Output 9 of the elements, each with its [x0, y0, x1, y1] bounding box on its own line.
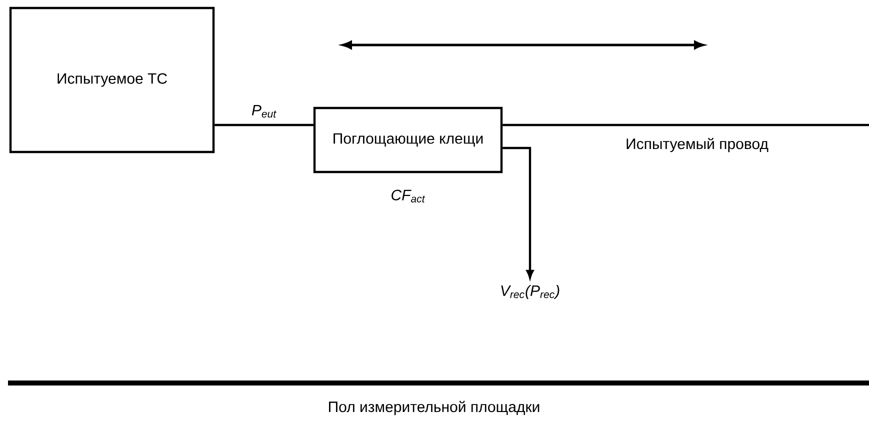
- connector: [502, 124, 869, 126]
- floor-label: Пол измерительной площадки: [329, 400, 540, 416]
- receiver-label: V$_{rec}$(P$_{rec}$): [501, 285, 560, 299]
- device-box: Испытуемое ТС: [9, 6, 215, 154]
- wire-label: Испытуемый провод: [626, 138, 768, 152]
- edge-label: P$_{eut}$: [252, 104, 276, 118]
- factor-label: CF$_{act}$: [392, 190, 426, 202]
- connector: [214, 124, 314, 126]
- clamp-box: Поглощающие клещи: [313, 106, 503, 174]
